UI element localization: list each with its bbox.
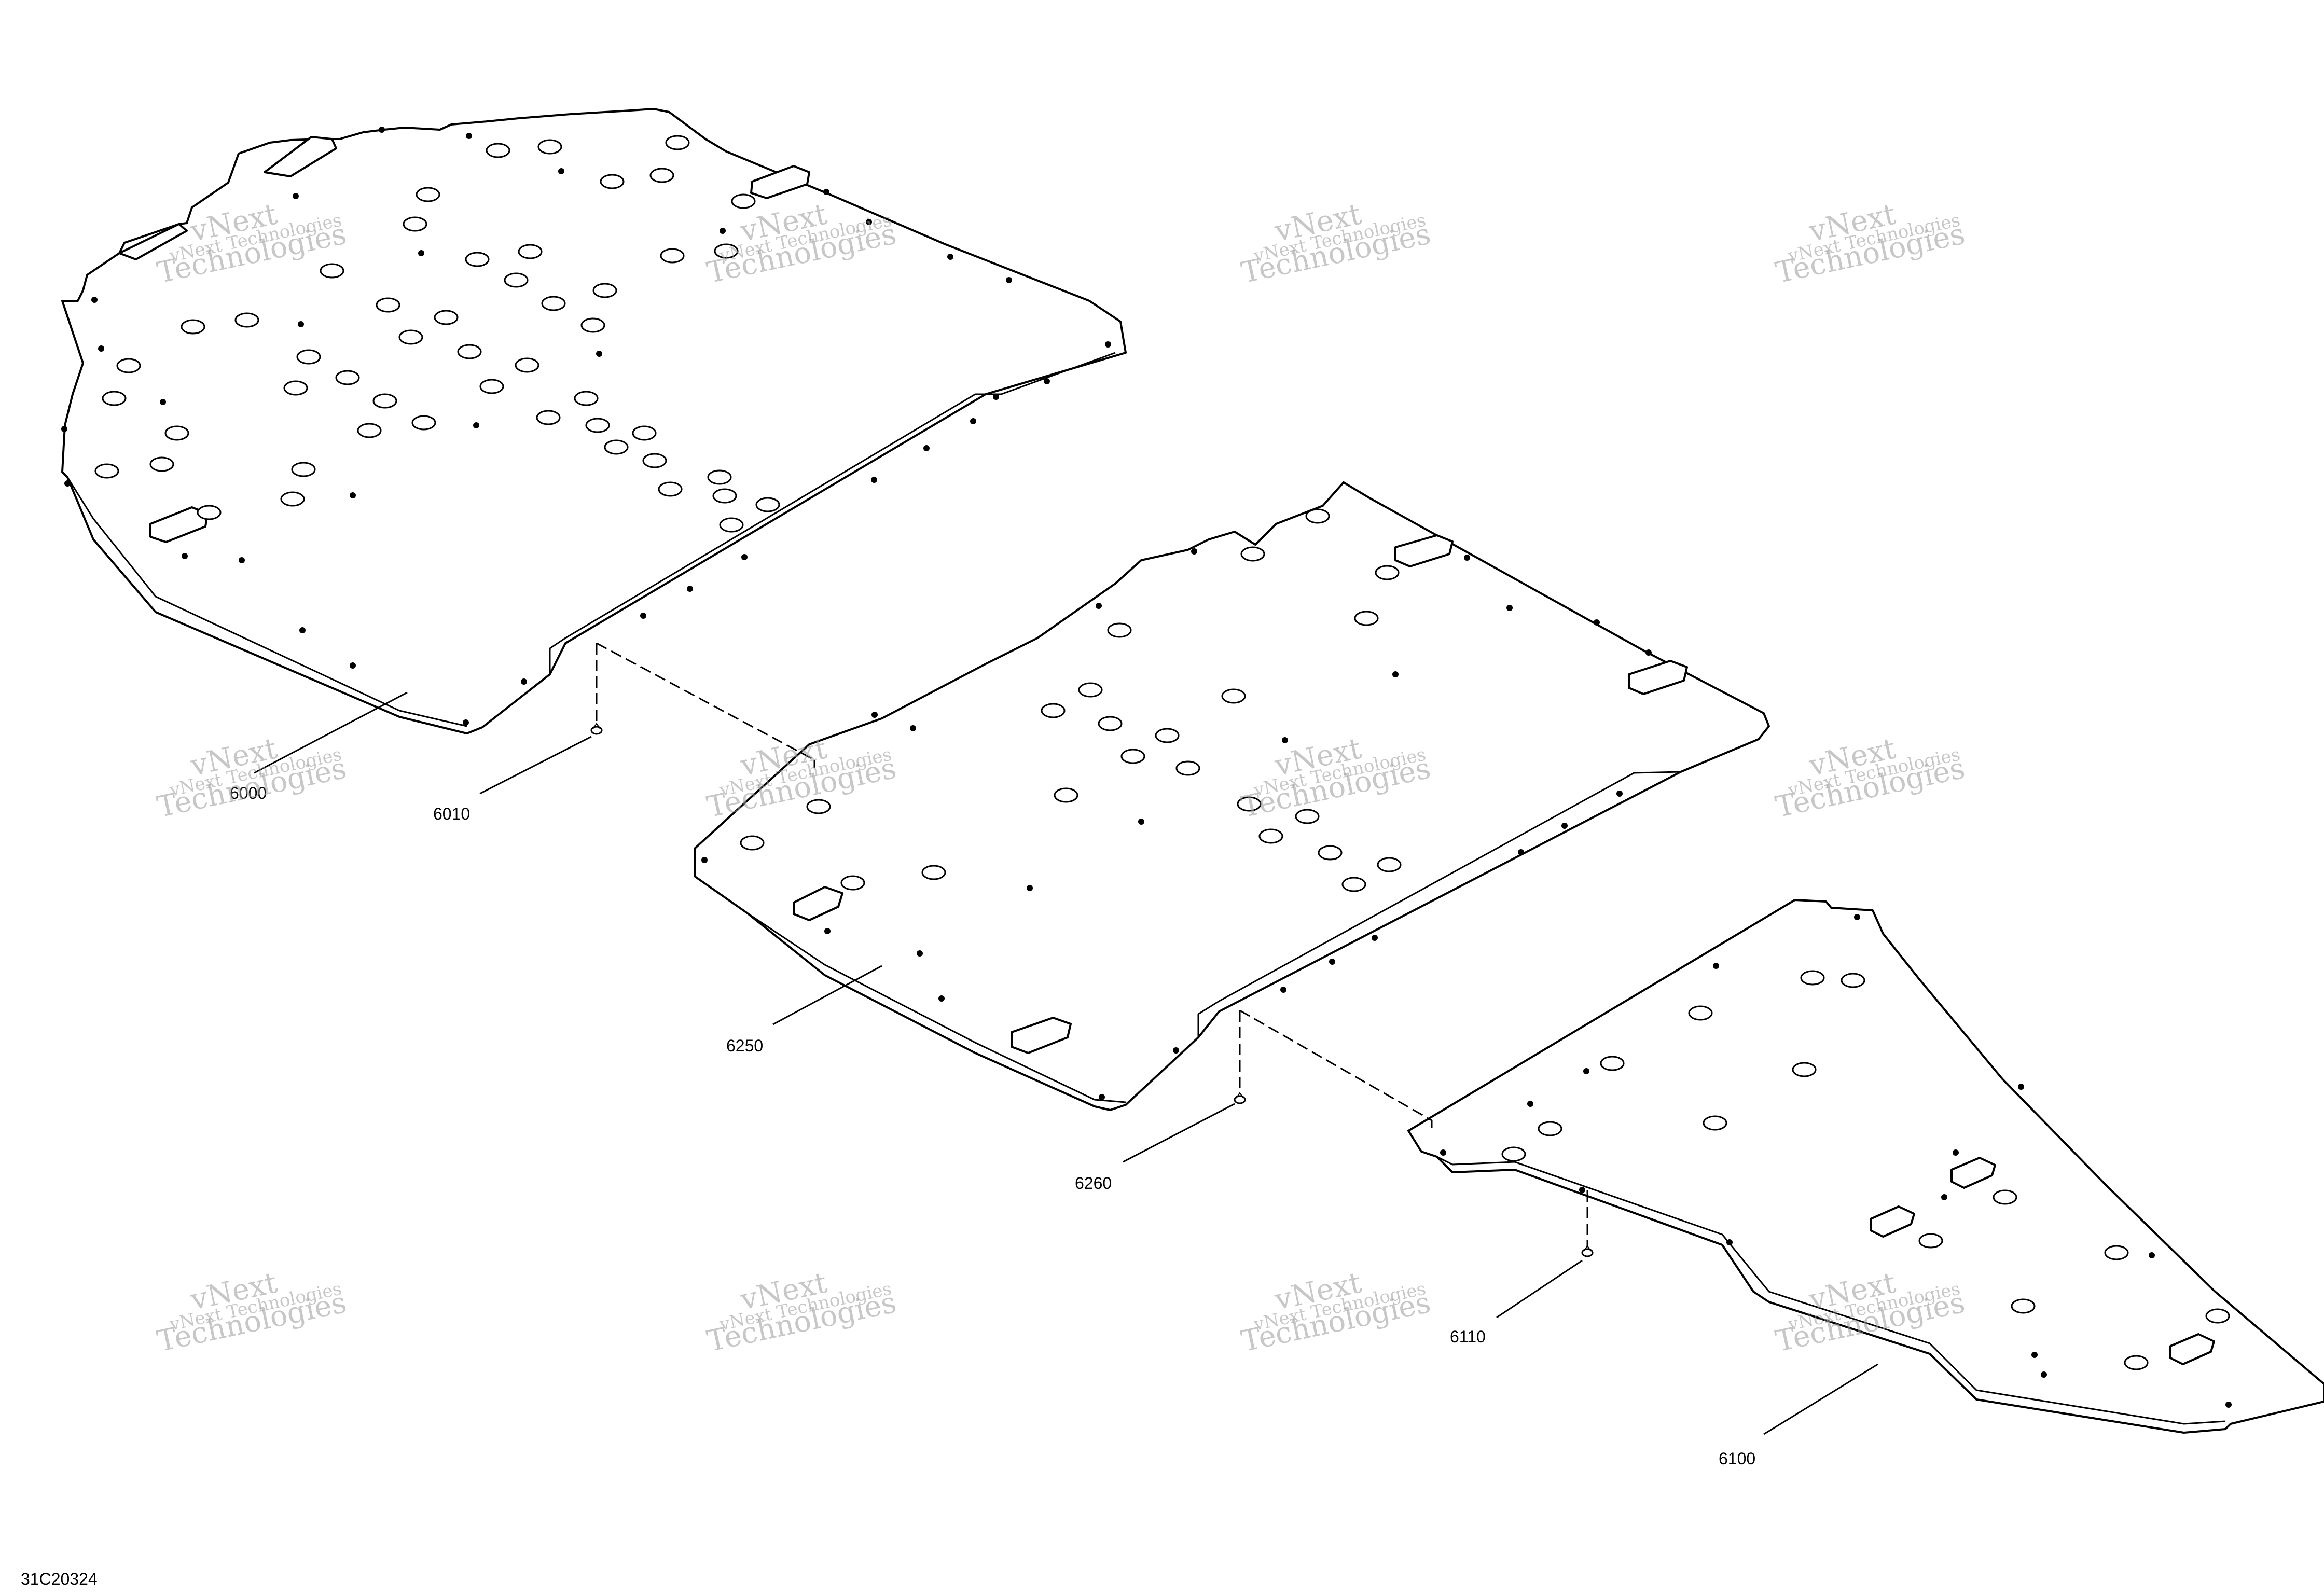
- callout-6260[interactable]: 6260: [1075, 1174, 1112, 1193]
- leader-lines: [254, 691, 1878, 1435]
- assembly-lines: [596, 642, 1588, 1246]
- plate-6100-rivets: [1440, 914, 2232, 1408]
- floor-plate-6100[interactable]: [1407, 899, 2324, 1434]
- fastener-6010[interactable]: [590, 723, 603, 735]
- drawing-code: 31C20324: [21, 1570, 98, 1588]
- fastener-6260[interactable]: [1234, 1092, 1246, 1104]
- floor-plate-6250[interactable]: [694, 481, 1770, 1111]
- plate-6000-holes: [94, 135, 780, 533]
- callout-6100[interactable]: 6100: [1719, 1449, 1755, 1468]
- floor-plate-6000[interactable]: [61, 108, 1127, 734]
- callout-6250[interactable]: 6250: [726, 1036, 763, 1055]
- callout-6110[interactable]: 6110: [1450, 1327, 1486, 1346]
- plate-6250-holes: [740, 508, 1402, 892]
- fastener-6110[interactable]: [1581, 1245, 1594, 1257]
- plate-6000-rivets: [61, 127, 1111, 726]
- plate-6100-holes: [1501, 970, 2230, 1370]
- callout-6010[interactable]: 6010: [433, 805, 470, 823]
- callout-6000[interactable]: 6000: [230, 784, 267, 802]
- plate-6250-rivets: [701, 548, 1652, 1100]
